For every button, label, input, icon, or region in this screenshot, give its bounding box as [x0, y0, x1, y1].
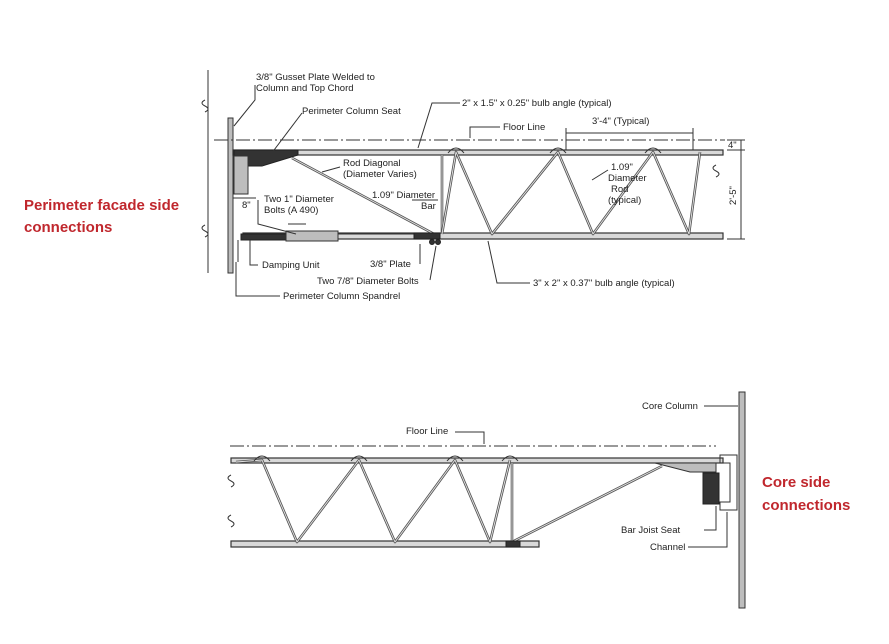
break-symbol [201, 224, 209, 238]
label-diameter-rod-4: (typical) [608, 195, 641, 206]
leader-diameter-rod [591, 169, 609, 181]
label-damping-unit: Damping Unit [262, 260, 320, 271]
perimeter-truss-detail: 3/8" Gusset Plate Welded to Column and T… [24, 70, 745, 302]
label-bottom-bulb-angle: 3" x 2" x 0.37" bulb angle (typical) [533, 278, 675, 289]
label-diameter-bar-1: 1.09" Diameter [372, 190, 435, 201]
top-chord [230, 457, 724, 464]
leader-channel [688, 512, 728, 548]
label-gusset-plate-1: 3/8" Gusset Plate Welded to [256, 72, 375, 83]
label-top-bulb-angle: 2" x 1.5" x 0.25" bulb angle (typical) [462, 98, 612, 109]
rod-knuckle [644, 147, 662, 154]
leader-top-angle [417, 102, 460, 149]
rod-knuckle [253, 455, 271, 462]
label-spacing: 3'-4" (Typical) [592, 116, 649, 127]
rod-knuckle [447, 147, 465, 154]
label-diameter-rod-1: 1.09" [611, 162, 633, 173]
plate-3-8 [413, 232, 441, 240]
bolt [435, 239, 441, 245]
core-column [738, 391, 746, 609]
web-rod [440, 150, 702, 236]
rod-diagonal [291, 157, 435, 235]
label-bolts-78: Two 7/8" Diameter Bolts [317, 276, 419, 287]
label-diameter-rod-2: Diameter [608, 173, 647, 184]
break-symbol [201, 99, 209, 113]
label-spandrel: Perimeter Column Spandrel [283, 291, 400, 302]
bottom-chord [230, 540, 540, 548]
caption-core-2: connections [762, 497, 850, 514]
label-diameter-rod-3: Rod [611, 184, 628, 195]
label-floor-line: Floor Line [406, 426, 448, 437]
label-bolts-1: Two 1" Diameter [264, 194, 334, 205]
caption-perimeter-1: Perimeter facade side [24, 197, 179, 214]
leader-bolts-1 [257, 200, 297, 235]
label-bar-joist-seat: Bar Joist Seat [621, 525, 680, 536]
label-seat-dim: 8" [242, 200, 251, 211]
leader-floor-line [469, 126, 500, 138]
leader-rod-diagonal [321, 166, 341, 173]
web-rod [235, 458, 512, 544]
leader-bar-joist-seat [704, 506, 717, 531]
label-rod-diagonal-1: Rod Diagonal [343, 158, 401, 169]
caption-core-1: Core side [762, 474, 830, 491]
web-rod [235, 459, 511, 543]
label-depth: 2'-5" [728, 186, 739, 205]
label-core-column: Core Column [642, 401, 698, 412]
end-diagonal [511, 465, 663, 543]
label-plate: 3/8" Plate [370, 259, 411, 270]
leader-bottom-angle [487, 240, 530, 284]
leader-spandrel [235, 262, 280, 297]
rod-knuckle [350, 455, 368, 462]
label-gusset-plate-2: Column and Top Chord [256, 83, 354, 94]
label-diameter-bar-2: Bar [421, 201, 436, 212]
core-truss-detail: Core Column Floor Line Bar Joist Seat Ch… [227, 391, 850, 609]
leader-gusset [233, 85, 256, 127]
web-rod [441, 151, 701, 235]
label-channel: Channel [650, 542, 685, 553]
break-symbol [712, 164, 720, 178]
rod-knuckle [501, 455, 519, 462]
rod-knuckle [446, 455, 464, 462]
leader-bolts-78 [429, 245, 437, 281]
channel [719, 454, 738, 511]
leader-seat [261, 112, 303, 167]
damping-unit-cylinder [285, 230, 339, 242]
damping-unit [240, 233, 287, 241]
leader-damping [249, 240, 258, 266]
bolt [429, 239, 435, 245]
leader-floor-line [455, 431, 485, 444]
break-symbol [227, 514, 235, 528]
label-floor-line: Floor Line [503, 122, 545, 133]
caption-perimeter-2: connections [24, 219, 112, 236]
perimeter-column-seat [233, 155, 249, 195]
label-bolts-2: Bolts (A 490) [264, 205, 318, 216]
perimeter-column-plate [227, 117, 234, 274]
top-chord [232, 149, 724, 156]
label-perimeter-column-seat: Perimeter Column Seat [302, 106, 401, 117]
label-top-offset: 4" [728, 140, 737, 151]
end-gusset [654, 462, 717, 473]
rod-knuckle [549, 147, 567, 154]
label-rod-diagonal-2: (Diameter Varies) [343, 169, 417, 180]
bar-joist-seat [702, 472, 720, 505]
bottom-chord-plate [505, 540, 521, 548]
break-symbol [227, 474, 235, 488]
